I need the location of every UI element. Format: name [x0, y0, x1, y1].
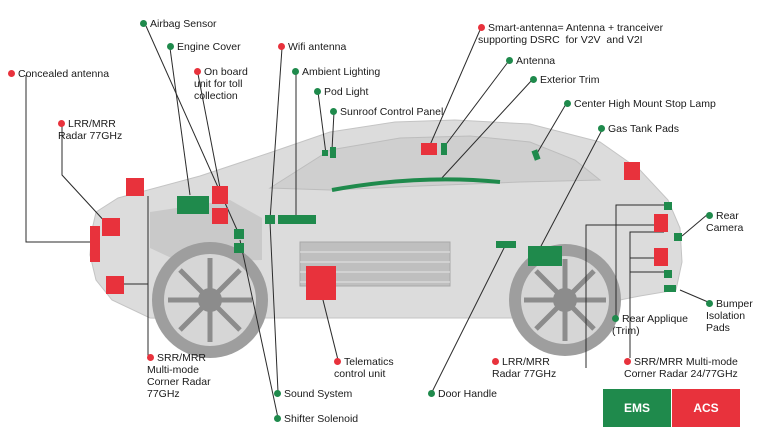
label-text: Rear Applique (Trim): [612, 313, 688, 337]
label-text: Antenna: [516, 55, 556, 67]
label-door-handle: Door Handle: [428, 388, 497, 400]
label-telematics: Telematics control unit: [334, 356, 394, 380]
car-windows: [268, 135, 602, 191]
label-text: Bumper Isolation Pads: [706, 298, 753, 334]
label-text: Door Handle: [438, 388, 497, 400]
label-smart-antenna: Smart-antenna= Antenna + tranceiver supp…: [478, 22, 663, 46]
label-lrr-mrr-front: LRR/MRR Radar 77GHz: [58, 118, 122, 142]
label-text: Gas Tank Pads: [608, 123, 680, 135]
label-text: LRR/MRR Radar 77GHz: [58, 118, 123, 142]
label-gas-tank-pads: Gas Tank Pads: [598, 123, 679, 135]
label-text: Smart-antenna= Antenna + tranceiver supp…: [478, 22, 664, 46]
leader-lines: [25, 25, 709, 419]
label-rear-camera: Rear Camera: [706, 210, 743, 234]
ems-dot: [274, 390, 281, 397]
ems-dot: [706, 300, 713, 307]
ems-dot: [706, 212, 713, 219]
acs-dot: [194, 68, 201, 75]
ems-components: [177, 143, 682, 292]
acs-dot: [492, 358, 499, 365]
acs-dot: [8, 70, 15, 77]
legend-acs: ACS: [672, 389, 740, 427]
acs-dot: [278, 43, 285, 50]
label-text: Exterior Trim: [540, 74, 600, 86]
label-sound-system: Sound System: [274, 388, 352, 400]
acs-dot: [58, 120, 65, 127]
acs-components: [90, 143, 668, 300]
ems-dot: [167, 43, 174, 50]
label-text: Wifi antenna: [288, 41, 347, 53]
label-text: Center High Mount Stop Lamp: [574, 98, 716, 110]
ems-dot: [274, 415, 281, 422]
label-text: Rear Camera: [706, 210, 744, 234]
label-concealed-antenna: Concealed antenna: [8, 68, 109, 80]
label-text: Concealed antenna: [18, 68, 110, 80]
front-wheel: [152, 242, 268, 358]
ems-dot: [506, 57, 513, 64]
ems-dot: [140, 20, 147, 27]
label-text: Ambient Lighting: [302, 66, 381, 78]
ems-dot: [530, 76, 537, 83]
label-text: Pod Light: [324, 86, 369, 98]
label-ambient-lighting: Ambient Lighting: [292, 66, 380, 78]
label-exterior-trim: Exterior Trim: [530, 74, 600, 86]
acs-dot: [147, 354, 154, 361]
label-rear-applique: Rear Applique (Trim): [612, 313, 688, 337]
ems-dot: [612, 315, 619, 322]
label-text: On board unit for toll collection: [194, 66, 248, 102]
label-srr-mrr-front: SRR/MRR Multi-mode Corner Radar 77GHz: [147, 352, 211, 400]
ems-dot: [598, 125, 605, 132]
label-text: LRR/MRR Radar 77GHz: [492, 356, 557, 380]
label-text: Sunroof Control Panel: [340, 106, 444, 118]
label-text: Engine Cover: [177, 41, 241, 53]
ems-dot: [428, 390, 435, 397]
ambient-lighting-strip: [331, 177, 501, 192]
label-text: SRR/MRR Multi-mode Corner Radar 24/77GHz: [624, 356, 738, 380]
label-pod-light: Pod Light: [314, 86, 368, 98]
ems-dot: [314, 88, 321, 95]
acs-dot: [334, 358, 341, 365]
acs-dot: [478, 24, 485, 31]
acs-dot: [624, 358, 631, 365]
label-engine-cover: Engine Cover: [167, 41, 241, 53]
label-sunroof-control-panel: Sunroof Control Panel: [330, 106, 443, 118]
label-text: Shifter Solenoid: [284, 413, 359, 425]
label-text: Sound System: [284, 388, 353, 400]
ems-dot: [330, 108, 337, 115]
rear-wheel: [509, 244, 621, 356]
label-wifi-antenna: Wifi antenna: [278, 41, 346, 53]
label-text: SRR/MRR Multi-mode Corner Radar 77GHz: [147, 352, 211, 400]
label-chmsl: Center High Mount Stop Lamp: [564, 98, 716, 110]
label-airbag-sensor: Airbag Sensor: [140, 18, 217, 30]
label-srr-mrr-rear: SRR/MRR Multi-mode Corner Radar 24/77GHz: [624, 356, 738, 380]
label-text: Airbag Sensor: [150, 18, 217, 30]
legend-ems: EMS: [603, 389, 671, 427]
ems-dot: [564, 100, 571, 107]
label-bumper-isolation-pads: Bumper Isolation Pads: [706, 298, 753, 334]
ems-dot: [292, 68, 299, 75]
label-antenna: Antenna: [506, 55, 555, 67]
label-text: Telematics control unit: [334, 356, 394, 380]
label-lrr-mrr-rear: LRR/MRR Radar 77GHz: [492, 356, 556, 380]
label-shifter-solenoid: Shifter Solenoid: [274, 413, 358, 425]
label-onboard-unit: On board unit for toll collection: [194, 66, 248, 102]
